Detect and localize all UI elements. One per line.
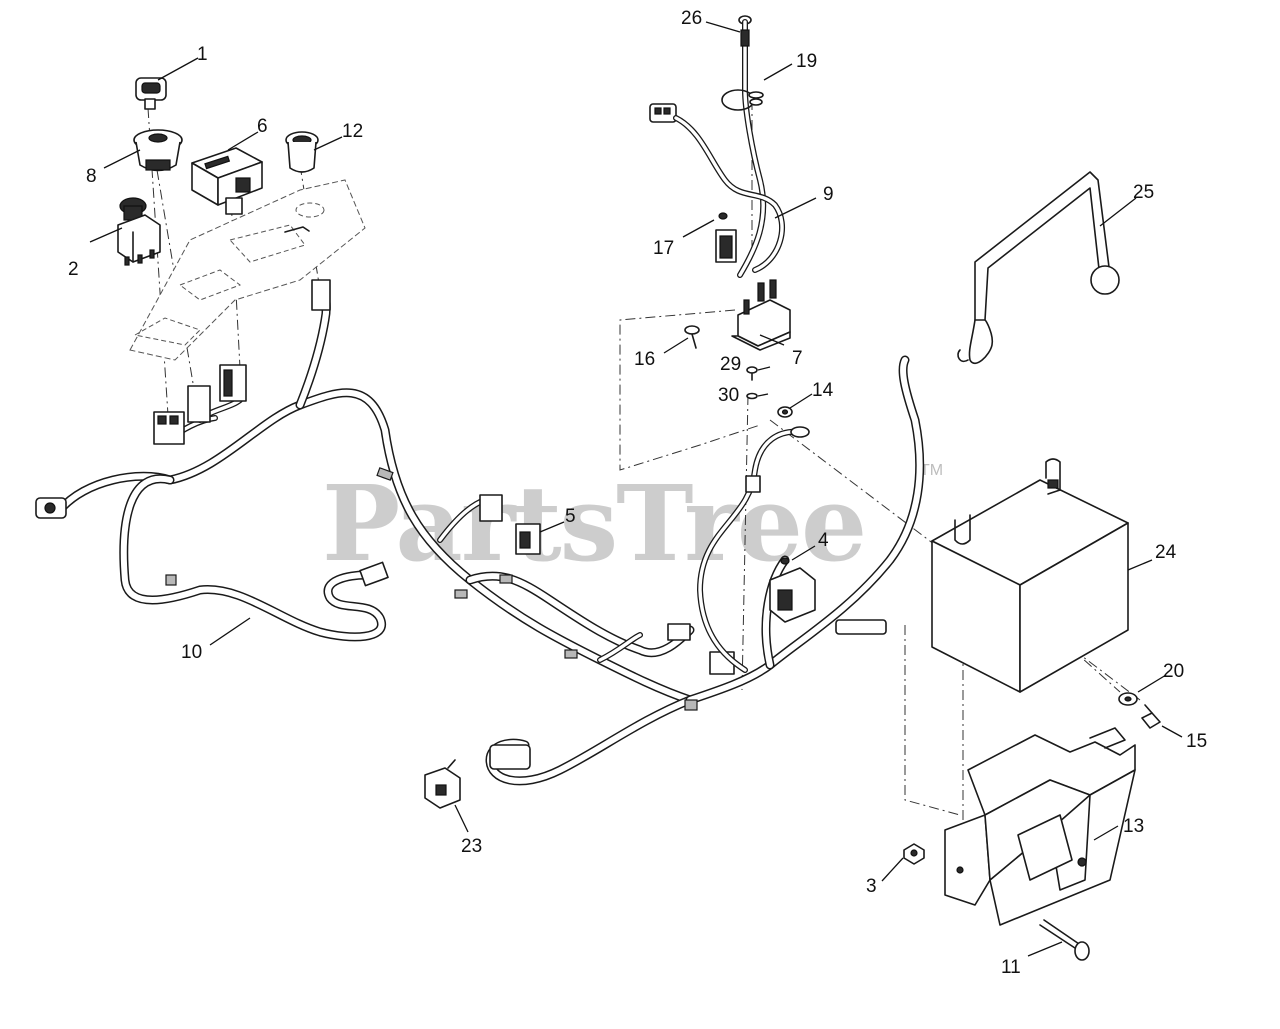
part-7-solenoid (731, 279, 791, 351)
callout-6: 6 (257, 116, 268, 137)
dash-connectors (153, 279, 331, 445)
part-16-screw (684, 325, 700, 349)
part-9-wire-lead (649, 103, 786, 273)
callout-12: 12 (342, 121, 363, 142)
callout-2: 2 (68, 259, 79, 280)
part-29-bolt (746, 366, 758, 381)
part-6-hour-meter (191, 147, 263, 215)
callout-10: 10 (181, 642, 202, 663)
wire-harness-main (35, 280, 925, 786)
part-8-ignition-switch (133, 129, 183, 172)
callout-25: 25 (1133, 182, 1154, 203)
callout-20: 20 (1163, 661, 1184, 682)
callout-16: 16 (634, 349, 655, 370)
callout-14: 14 (812, 380, 834, 401)
part-14-washer (777, 406, 793, 418)
callout-24: 24 (1155, 542, 1177, 563)
part-12-accessory-switch (285, 131, 319, 173)
callout-15: 15 (1186, 731, 1207, 752)
callout-30: 30 (718, 385, 739, 406)
callout-7: 7 (792, 348, 803, 369)
callout-11: 11 (1001, 957, 1021, 978)
part-2-pto-switch (117, 197, 161, 266)
part-17-connector (715, 212, 737, 263)
dash-panel (129, 179, 366, 361)
part-5-connector (515, 523, 541, 555)
part-4-screw (780, 557, 790, 565)
callout-17: 17 (653, 238, 674, 259)
part-11-bolt (1039, 919, 1090, 961)
callout-1: 1 (197, 44, 208, 65)
part-19-washer (748, 91, 764, 106)
callout-13: 13 (1123, 816, 1144, 837)
battery-cable (697, 426, 810, 673)
part-26-cable (721, 15, 767, 278)
callout-29: 29 (720, 354, 741, 375)
harness-relay (769, 567, 816, 623)
callout-5: 5 (565, 506, 576, 527)
part-1-key (135, 77, 167, 110)
part-3-nut (903, 843, 925, 865)
callout-19: 19 (796, 51, 817, 72)
part-30-washer (746, 392, 758, 400)
part-25-hold-down-strap (957, 171, 1120, 365)
part-13-battery-tray (944, 727, 1136, 926)
leader-lines (89, 21, 1183, 957)
callout-23: 23 (461, 836, 482, 857)
callout-26: 26 (681, 8, 702, 29)
callout-9: 9 (823, 184, 834, 205)
callout-3: 3 (866, 876, 877, 897)
watermark-tm: TM (920, 462, 943, 479)
callout-labels: 1 2 3 4 5 6 7 8 9 10 11 12 13 14 15 16 1… (68, 8, 1207, 978)
part-23-seat-switch (424, 759, 461, 809)
callout-8: 8 (86, 166, 97, 187)
callout-4: 4 (818, 530, 829, 551)
part-24-battery (931, 458, 1129, 693)
part-20-washer (1118, 692, 1138, 706)
part-15-bolt (1141, 704, 1161, 729)
